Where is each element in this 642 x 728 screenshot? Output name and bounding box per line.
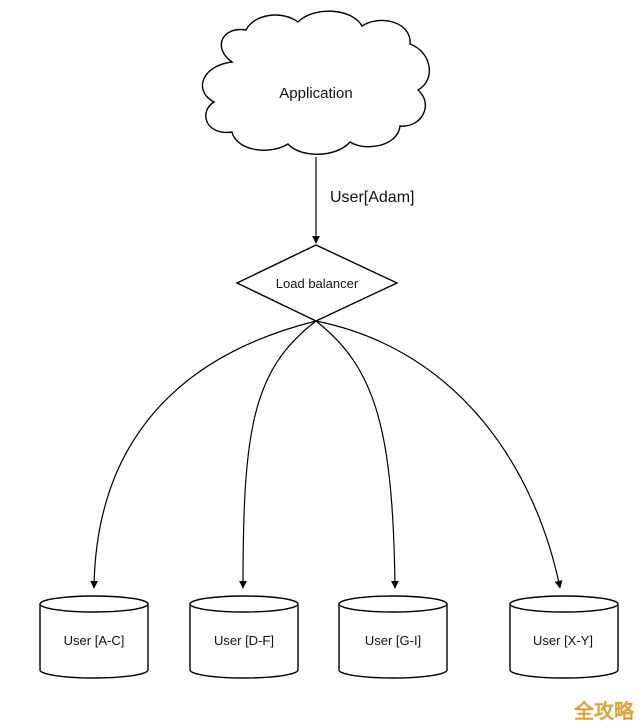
shard-label: User [D-F] (214, 633, 274, 648)
load-balancer-label: Load balancer (276, 276, 359, 291)
shard-label: User [X-Y] (533, 633, 593, 648)
db-body (189, 604, 299, 679)
application-node: Application (201, 10, 431, 155)
shard-label: User [G-I] (365, 633, 421, 648)
db-body (338, 604, 448, 679)
shard-db-d-f: User [D-F] (189, 595, 299, 679)
application-label: Application (279, 85, 352, 102)
db-top (338, 595, 448, 613)
shard-edge-d-f (239, 320, 317, 589)
shard-db-g-i: User [G-I] (338, 595, 448, 679)
shard-edge-a-c (90, 320, 317, 589)
db-top (189, 595, 299, 613)
shard-edge-g-i (315, 320, 399, 589)
db-body (509, 604, 619, 679)
db-top (509, 595, 619, 613)
request-edge: User[Adam] (312, 157, 414, 244)
cloud-shape (201, 10, 431, 155)
db-body (39, 604, 149, 679)
shard-label: User [A-C] (64, 633, 125, 648)
shard-db-a-c: User [A-C] (39, 595, 149, 679)
shard-db-x-y: User [X-Y] (509, 595, 619, 679)
request-edge-label: User[Adam] (330, 189, 414, 206)
load-balancer-node: Load balancer (235, 244, 399, 322)
shard-edge-x-y (315, 320, 563, 589)
db-top (39, 595, 149, 613)
watermark: 全攻略 (573, 699, 635, 723)
